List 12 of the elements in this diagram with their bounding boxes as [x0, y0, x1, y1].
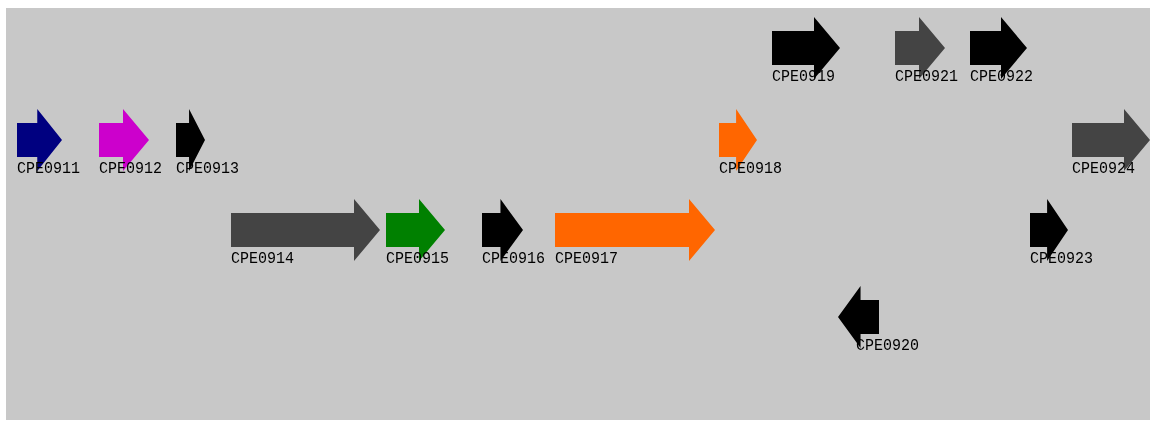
gene-label: CPE0924 [1072, 160, 1135, 179]
gene-label: CPE0914 [231, 250, 294, 269]
gene-label: CPE0923 [1030, 250, 1093, 269]
gene-label: CPE0917 [555, 250, 618, 269]
gene-label: CPE0922 [970, 68, 1033, 87]
gene-label: CPE0921 [895, 68, 958, 87]
gene-label: CPE0920 [856, 337, 919, 356]
gene-label: CPE0918 [719, 160, 782, 179]
gene-label: CPE0912 [99, 160, 162, 179]
gene-label: CPE0911 [17, 160, 80, 179]
gene-label: CPE0913 [176, 160, 239, 179]
gene-label: CPE0915 [386, 250, 449, 269]
